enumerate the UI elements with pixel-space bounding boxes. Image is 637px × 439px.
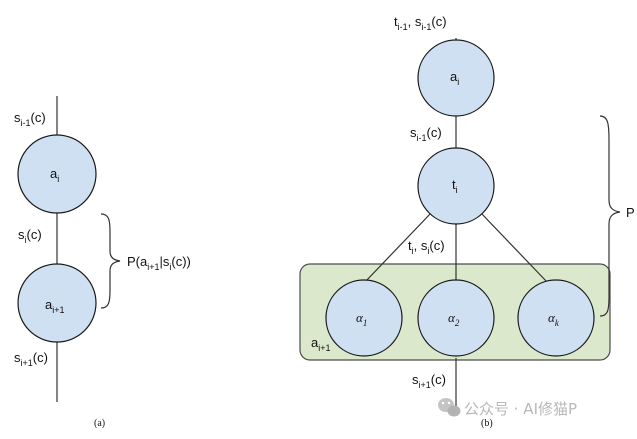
panel-b-node-ti: [417, 147, 495, 225]
panel-a: si-1(c) ai si(c) ai+1 P(ai+1|si(c)) si+1…: [14, 96, 191, 429]
panel-a-caption: (a): [94, 418, 105, 429]
watermark-text: 公众号 · AI修猫P: [464, 400, 577, 418]
panel-a-node-ai1: [17, 263, 97, 343]
panel-b-node-ti-label: ti: [452, 177, 458, 195]
panel-a-label-bottom: si+1(c): [14, 350, 48, 368]
panel-b-edge-t-alphak: [479, 211, 549, 284]
watermark: 公众号 · AI修猫P: [438, 398, 577, 418]
panel-a-node-ai-label: ai: [50, 166, 59, 184]
panel-a-brace: [100, 213, 121, 309]
panel-a-label-top: si-1(c): [14, 110, 46, 128]
panel-b-edge-t-alpha1: [363, 211, 433, 284]
panel-b-group-label: ai+1: [311, 335, 331, 353]
panel-b-label-top: ti-1, si-1(c): [394, 14, 447, 32]
panel-a-node-ai1-label: ai+1: [45, 297, 65, 315]
panel-b: ti-1, si-1(c) ai si-1(c) ti ti, si(c) α1…: [299, 14, 635, 429]
panel-a-node-ai: [17, 134, 97, 214]
panel-b-label-bottom: si+1(c): [412, 372, 446, 390]
wechat-icon: [438, 398, 461, 417]
panel-b-node-alpha2-label: α2: [448, 310, 460, 328]
panel-b-node-alphak: [517, 279, 595, 357]
panel-b-node-alpha1-label: α1: [356, 310, 367, 328]
panel-a-bracket-label: P(ai+1|si(c)): [127, 254, 191, 272]
panel-b-node-ai-label: ai: [450, 69, 459, 87]
panel-b-brace: [599, 115, 621, 317]
panel-b-bracket-label: P: [626, 205, 635, 220]
panel-b-label-2: si-1(c): [410, 125, 442, 143]
panel-b-caption: (b): [481, 418, 493, 429]
panel-b-node-alphak-label: αk: [548, 310, 560, 328]
panel-a-label-mid: si(c): [18, 227, 42, 245]
panel-b-label-3: ti, si(c): [408, 238, 445, 256]
panel-b-node-ai: [417, 39, 495, 117]
panel-b-node-alpha2: [417, 279, 495, 357]
panel-b-node-alpha1: [325, 279, 403, 357]
